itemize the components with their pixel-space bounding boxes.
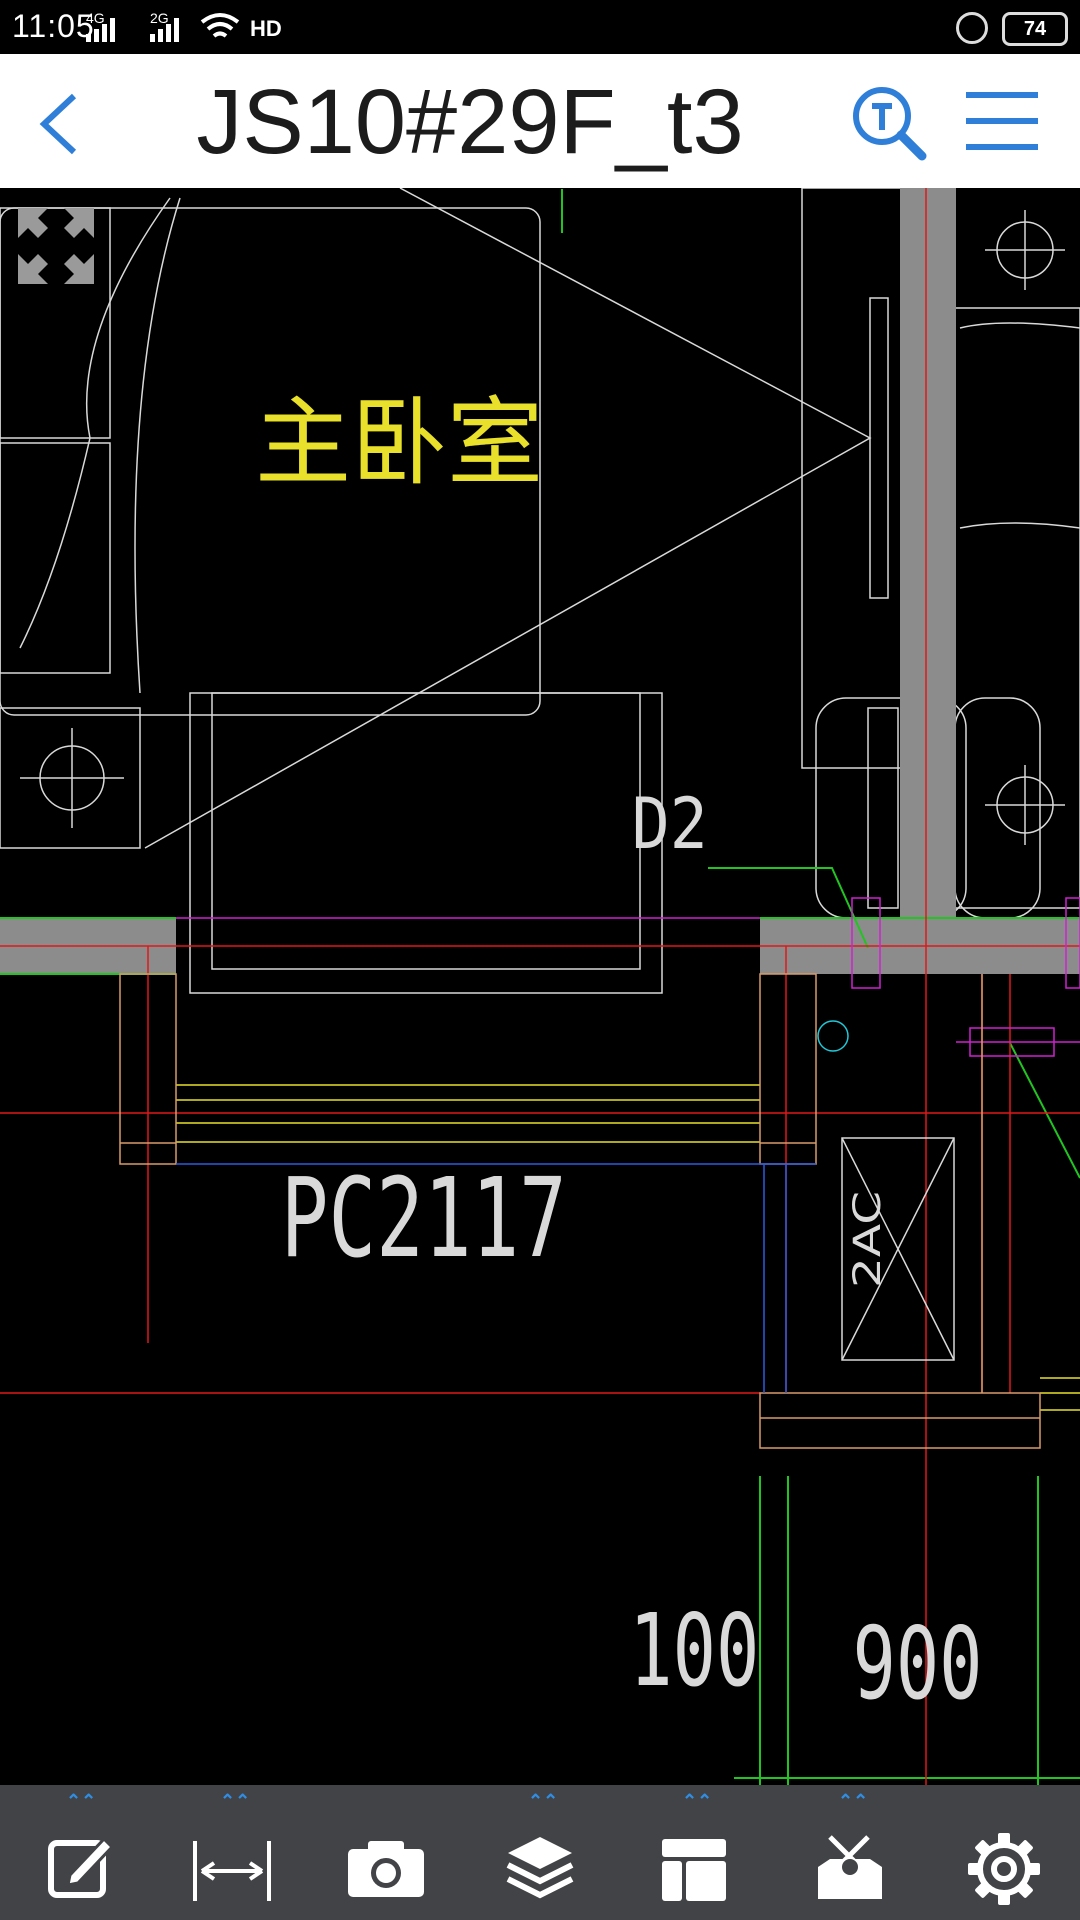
chevron-up-icon: ⌃⌃ xyxy=(528,1791,559,1811)
cad-drawing: 主卧室 D2 PC2117 2AC 100 900 xyxy=(0,188,1080,1785)
status-bar: 11:05 4G 2G HD 74 xyxy=(0,0,1080,54)
back-button[interactable] xyxy=(30,82,100,162)
magenta-lines xyxy=(176,897,1080,1057)
text-search-button[interactable] xyxy=(850,84,930,164)
chevron-up-icon: ⌃⌃ xyxy=(838,1791,869,1811)
column-outlines xyxy=(119,973,1041,1449)
network-2g-label: 2G xyxy=(150,10,169,26)
drawing-canvas[interactable]: 主卧室 D2 PC2117 2AC 100 900 xyxy=(0,188,1080,1785)
layers-icon xyxy=(506,1837,574,1899)
camera-tool-button[interactable] xyxy=(326,1785,446,1920)
layers-tool-button[interactable]: ⌃⌃ xyxy=(480,1785,600,1920)
equipment-label: 2AC xyxy=(846,1191,889,1288)
measure-icon xyxy=(193,1841,271,1901)
fullscreen-button[interactable] xyxy=(16,206,96,286)
window-label: PC2117 xyxy=(281,1154,567,1283)
chevron-up-icon: ⌃⌃ xyxy=(682,1791,713,1811)
bottom-toolbar: ⌃⌃ ⌃⌃ ⌃⌃ ⌃⌃ xyxy=(0,1785,1080,1920)
toolbox-button[interactable]: ⌃⌃ xyxy=(790,1785,910,1920)
layout-tool-button[interactable]: ⌃⌃ xyxy=(634,1785,754,1920)
cyan-marker xyxy=(817,1020,849,1052)
dimension-label-100: 100 xyxy=(629,1592,759,1709)
expand-icon xyxy=(18,208,94,284)
network-4g-label: 4G xyxy=(86,10,105,26)
alarm-icon xyxy=(956,12,988,44)
chevron-up-icon: ⌃⌃ xyxy=(66,1791,97,1811)
chevron-left-icon xyxy=(39,93,77,155)
signal-icon xyxy=(150,18,179,42)
window-lines xyxy=(176,1084,1080,1411)
page-title: JS10#29F_t3 xyxy=(196,71,744,173)
room-label: 主卧室 xyxy=(255,387,543,499)
status-time: 11:05 xyxy=(12,8,95,44)
annotate-tool-button[interactable]: ⌃⌃ xyxy=(18,1785,138,1920)
gear-icon xyxy=(968,1833,1040,1905)
red-axis-lines xyxy=(0,188,1080,1785)
wifi-icon xyxy=(200,13,240,38)
toolbox-icon xyxy=(818,1835,882,1899)
dimension-label-900: 900 xyxy=(852,1605,982,1722)
measure-tool-button[interactable]: ⌃⌃ xyxy=(172,1785,292,1920)
blue-lines xyxy=(176,1163,816,1393)
battery-indicator: 74 xyxy=(1002,12,1068,46)
text-search-icon xyxy=(853,87,927,161)
settings-button[interactable] xyxy=(944,1785,1064,1920)
camera-icon xyxy=(348,1841,424,1897)
edit-icon xyxy=(48,1836,115,1898)
hd-badge: HD xyxy=(250,16,282,41)
chevron-up-icon: ⌃⌃ xyxy=(220,1791,251,1811)
hamburger-icon xyxy=(966,92,1038,150)
layout-icon xyxy=(662,1839,726,1901)
ac-unit-box xyxy=(841,1137,955,1361)
signal-icon xyxy=(86,18,115,42)
menu-button[interactable] xyxy=(962,86,1042,156)
top-nav-bar: JS10#29F_t3 xyxy=(0,54,1080,190)
green-edges xyxy=(0,189,1080,1785)
door-label: D2 xyxy=(632,783,708,865)
